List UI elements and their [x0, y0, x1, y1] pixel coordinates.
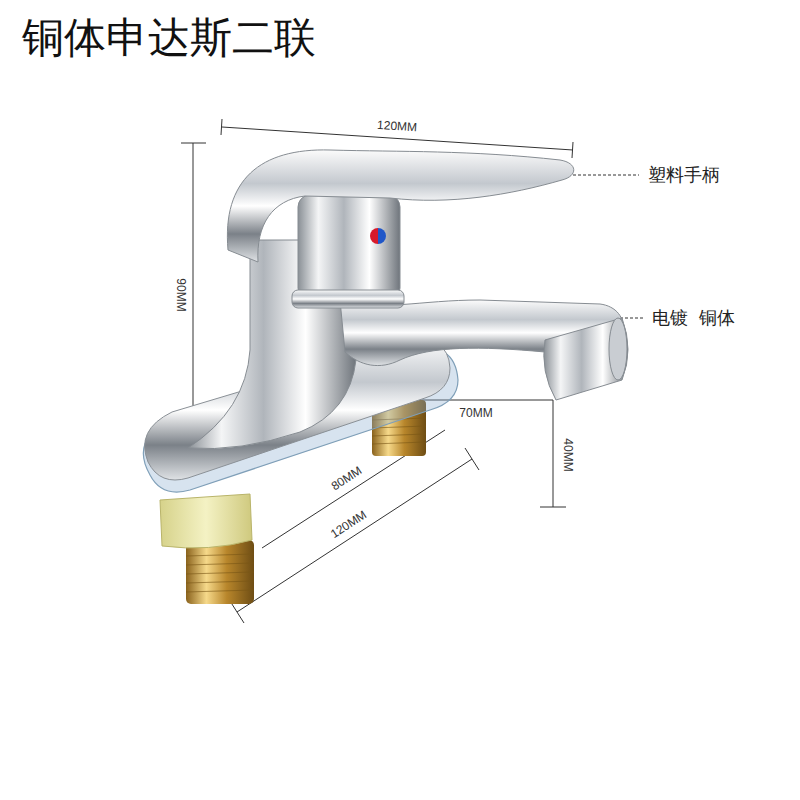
part-label: 电镀 铜体	[650, 308, 737, 329]
dimension-line	[553, 400, 554, 507]
plastic-nut	[160, 494, 252, 548]
dimension-line	[237, 459, 472, 612]
dimension-line	[193, 143, 194, 418]
brass-thread	[186, 540, 254, 604]
part-label: 塑料手柄	[646, 165, 722, 186]
aerator-face	[609, 318, 627, 380]
thread-lines	[186, 554, 254, 592]
dimension-tick	[572, 142, 573, 158]
aerator	[544, 318, 628, 400]
dimension-label: 90MM	[173, 276, 187, 313]
dimension-tick	[181, 143, 206, 144]
cartridge-collar	[292, 290, 404, 308]
dimension-label: 80MM	[328, 463, 367, 495]
cold-indicator	[378, 228, 386, 244]
title: 铜体申达斯二联	[22, 14, 316, 62]
hot-indicator	[370, 228, 378, 244]
dimension-label: 120MM	[327, 507, 371, 543]
leader-lines	[548, 175, 644, 318]
left-inlet-pipe	[160, 494, 254, 604]
dimension-tick	[540, 507, 566, 508]
dimension-label: 70MM	[457, 407, 494, 421]
cartridge	[298, 195, 400, 300]
dimension-label: 120MM	[375, 119, 420, 136]
plastic-handle	[227, 150, 573, 262]
dimension-tick	[230, 601, 244, 623]
dimension-label: 40MM	[560, 436, 574, 473]
dimension-tick	[465, 448, 479, 470]
dimension-tick	[221, 119, 222, 135]
